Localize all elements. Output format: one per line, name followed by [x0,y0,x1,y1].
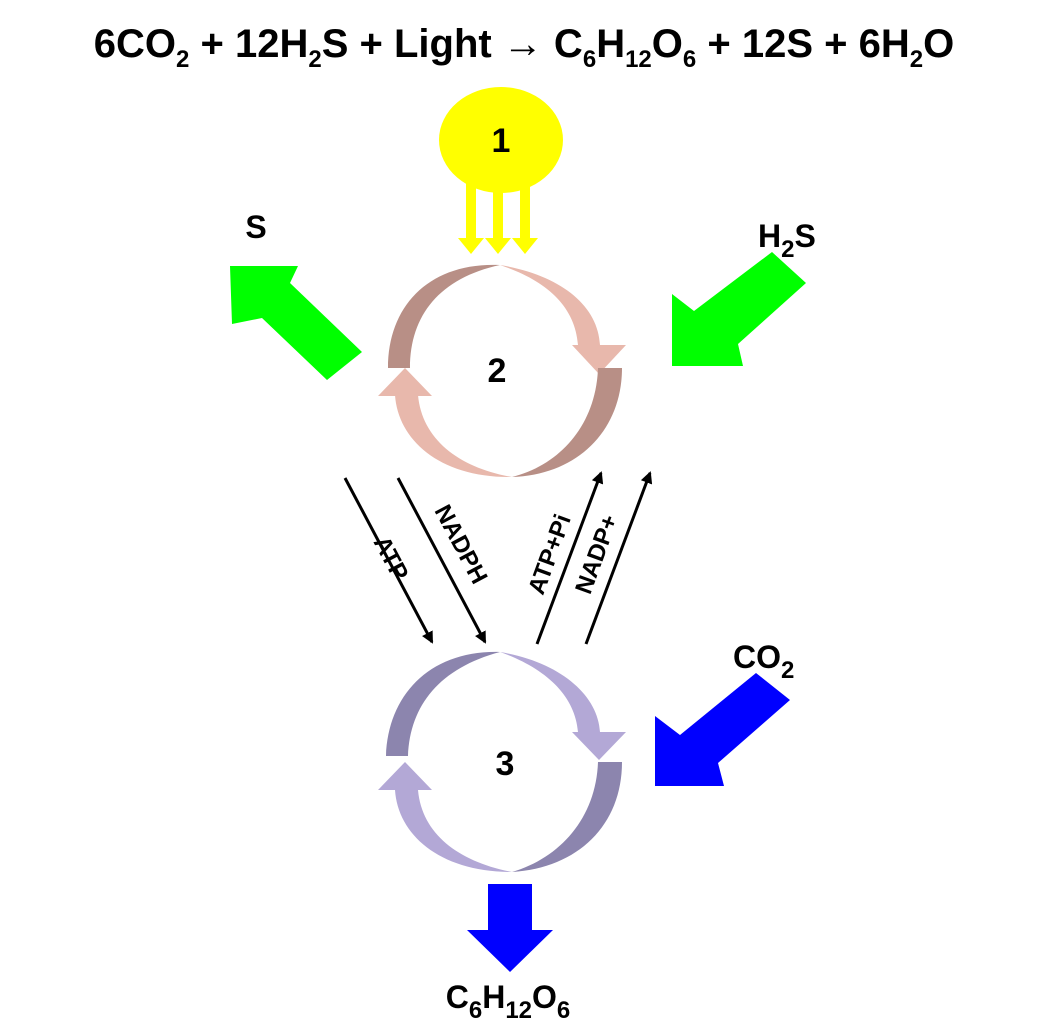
light-rays [458,178,538,254]
cycle-bottom-label: 3 [496,745,515,783]
sun-circle [439,87,563,193]
sulfur-output: S [230,209,362,380]
atp-pi-label: ATP+Pi [523,511,577,598]
light-reaction-cycle: 2 [378,264,626,478]
sulfur-label: S [245,209,266,245]
sulfur-arrow [230,266,362,380]
co2-arrow [655,673,790,786]
glucose-arrow [467,884,553,972]
atp-label: ATP [368,532,414,585]
atp-pi-arrow [535,471,604,645]
nadp-label: NADP+ [570,511,623,597]
co2-label: CO2 [733,639,794,684]
glucose-label: C6H12O6 [446,979,571,1024]
cycle-top-label: 2 [488,352,507,390]
glucose-output: C6H12O6 [446,884,571,1024]
calvin-cycle: 3 [378,651,626,872]
h2s-label: H2S [758,218,816,263]
h2s-arrow [672,252,806,366]
co2-input: CO2 [655,639,794,786]
nadp-arrow [584,471,653,645]
equation: 6CO2 + 12H2S + Light → C6H12O6 + 12S + 6… [94,22,954,73]
carrier-arrows: ATP NADPH ATP+Pi NADP+ [343,471,653,645]
light-source-label: 1 [492,122,511,160]
h2s-input: H2S [672,218,816,366]
nadph-arrow [396,477,487,644]
nadph-label: NADPH [429,500,493,588]
light-source: 1 [439,87,563,254]
atp-arrow [343,477,434,644]
